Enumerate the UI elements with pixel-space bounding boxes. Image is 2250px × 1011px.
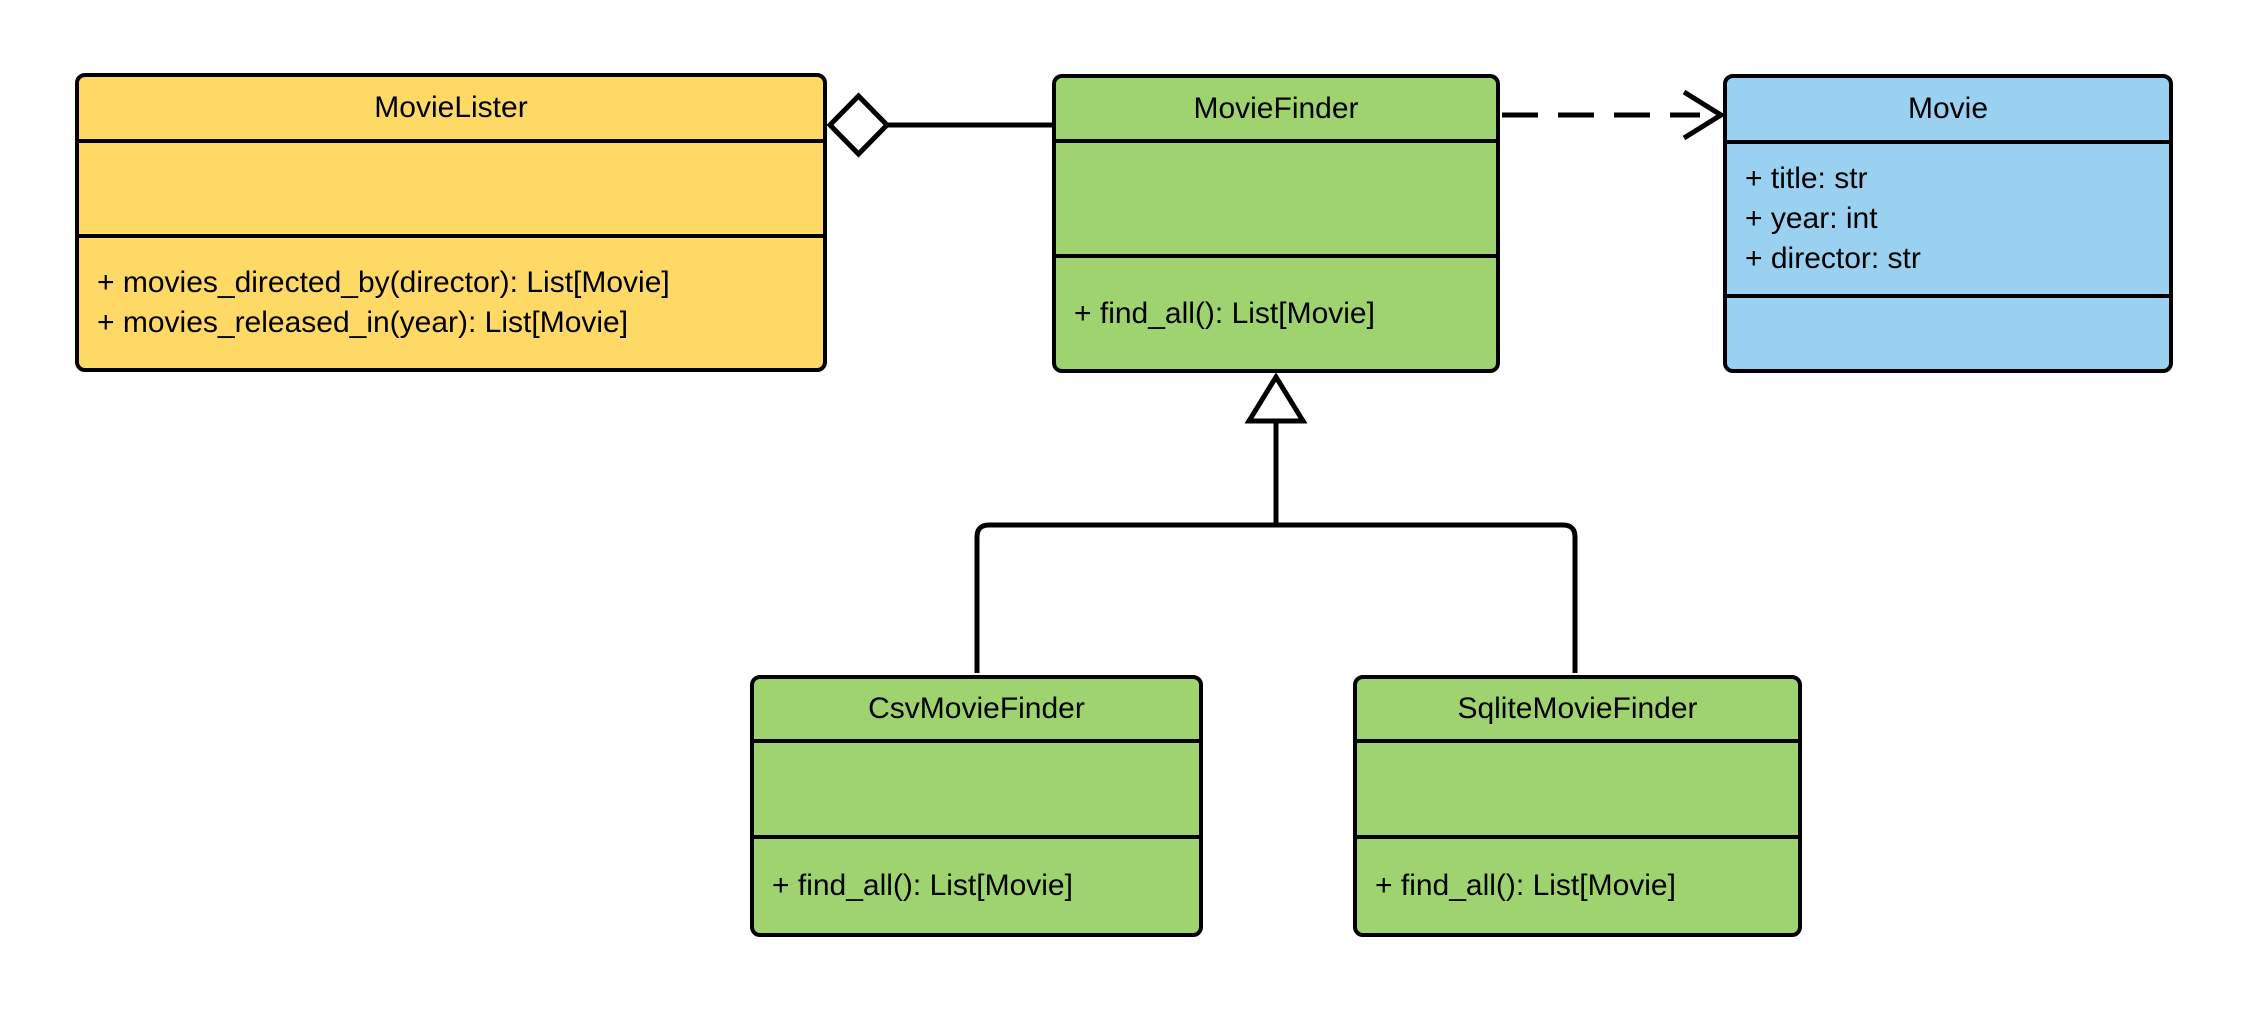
inheritance-links-to-moviefinder [974, 372, 1578, 673]
class-attributes-moviefinder [1056, 143, 1496, 258]
class-box-moviefinder: MovieFinder + find_all(): List[Movie] [1052, 74, 1500, 373]
class-box-movie: Movie + title: str + year: int + directo… [1723, 74, 2173, 373]
inheritance-triangle-icon [1244, 372, 1308, 424]
method-item: + movies_directed_by(director): List[Mov… [97, 266, 670, 299]
aggregation-diamond-icon [826, 92, 891, 158]
method-item: + find_all(): List[Movie] [1375, 869, 1676, 902]
dependency-link-moviefinder-movie [1502, 89, 1726, 141]
method-item: + movies_released_in(year): List[Movie] [97, 306, 629, 339]
class-methods-movielister: + movies_directed_by(director): List[Mov… [79, 238, 823, 368]
attribute-item: + title: str [1745, 162, 1868, 195]
aggregation-link-movielister-moviefinder [826, 92, 1052, 158]
class-box-movielister: MovieLister + movies_directed_by(directo… [75, 73, 827, 372]
class-methods-sqlitemoviefinder: + find_all(): List[Movie] [1357, 839, 1798, 933]
class-box-csvmoviefinder: CsvMovieFinder + find_all(): List[Movie] [750, 675, 1203, 937]
class-attributes-csvmoviefinder [754, 743, 1199, 839]
class-attributes-sqlitemoviefinder [1357, 743, 1798, 839]
class-attributes-movielister [79, 143, 823, 238]
class-methods-movie [1727, 298, 2169, 369]
method-item: + find_all(): List[Movie] [1074, 296, 1375, 330]
class-title-movielister: MovieLister [79, 77, 823, 143]
method-item: + find_all(): List[Movie] [772, 869, 1073, 902]
class-title-movie: Movie [1727, 78, 2169, 144]
attribute-item: + year: int [1745, 202, 1878, 235]
class-title-sqlitemoviefinder: SqliteMovieFinder [1357, 679, 1798, 743]
class-attributes-movie: + title: str + year: int + director: str [1727, 144, 2169, 298]
class-title-moviefinder: MovieFinder [1056, 78, 1496, 143]
inheritance-connector-line [974, 522, 1578, 673]
class-methods-csvmoviefinder: + find_all(): List[Movie] [754, 839, 1199, 933]
class-box-sqlitemoviefinder: SqliteMovieFinder + find_all(): List[Mov… [1353, 675, 1802, 937]
class-title-csvmoviefinder: CsvMovieFinder [754, 679, 1199, 743]
class-methods-moviefinder: + find_all(): List[Movie] [1056, 258, 1496, 369]
dependency-arrowhead-icon [1682, 89, 1726, 141]
attribute-item: + director: str [1745, 242, 1921, 275]
